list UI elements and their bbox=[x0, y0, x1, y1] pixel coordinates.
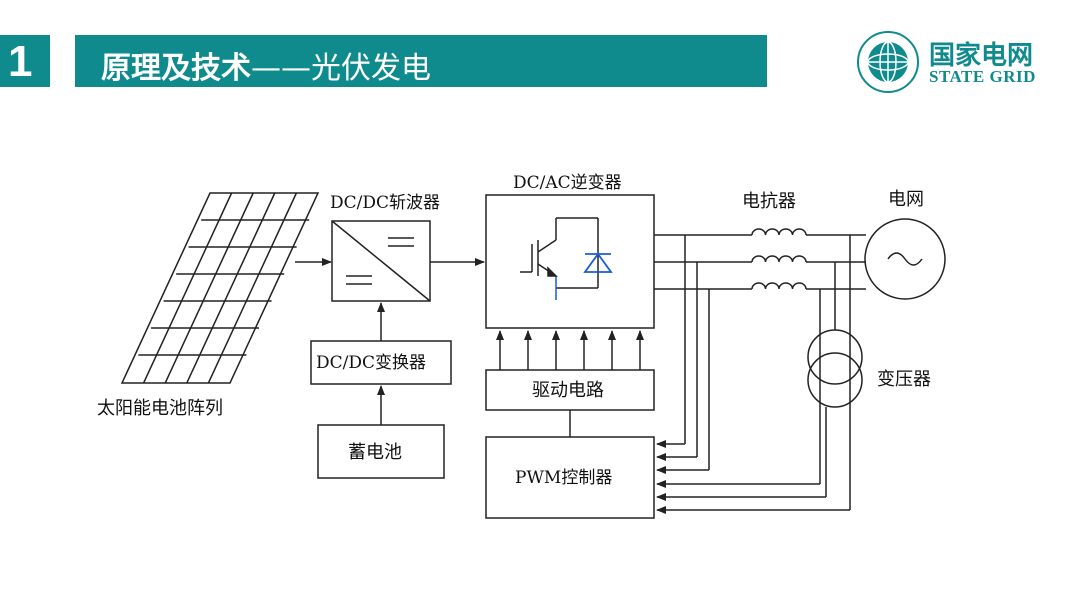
section-number: 1 bbox=[8, 37, 33, 86]
state-grid-logo: 国家电网 STATE GRID bbox=[855, 31, 1055, 93]
logo-name-cn: 国家电网 bbox=[929, 41, 1034, 71]
driver-label: 驱动电路 bbox=[532, 380, 604, 401]
reactor-label: 电抗器 bbox=[742, 191, 796, 212]
chopper-label: DC/DC斩波器 bbox=[330, 193, 440, 213]
diode-icon bbox=[583, 252, 613, 273]
dc-ac-inverter-block bbox=[485, 194, 655, 329]
converter-label: DC/DC变换器 bbox=[316, 353, 426, 373]
feedback-current-lines bbox=[656, 235, 710, 474]
solar-array-label: 太阳能电池阵列 bbox=[97, 398, 223, 419]
driver-to-inverter-arrows bbox=[496, 330, 644, 370]
page-title-main: 原理及技术 bbox=[101, 51, 251, 86]
grid-label: 电网 bbox=[888, 189, 924, 210]
transformer-label: 变压器 bbox=[877, 369, 931, 390]
solar-array-icon bbox=[120, 192, 320, 384]
page-title-sub: ——光伏发电 bbox=[251, 51, 431, 86]
transformer-icon bbox=[807, 329, 863, 408]
igbt-switch-icon bbox=[520, 217, 599, 300]
inverter-label: DC/AC逆变器 bbox=[513, 173, 622, 193]
state-grid-emblem-icon bbox=[857, 31, 919, 93]
section-number-box: 1 bbox=[0, 35, 50, 87]
title-bar: 原理及技术——光伏发电 bbox=[75, 35, 767, 87]
page-title: 原理及技术——光伏发电 bbox=[101, 43, 431, 87]
grid-ac-source-icon bbox=[864, 218, 946, 300]
battery-label: 蓄电池 bbox=[348, 442, 402, 463]
feedback-voltage-lines bbox=[656, 235, 851, 514]
pwm-label: PWM控制器 bbox=[515, 468, 612, 488]
logo-name-en: STATE GRID bbox=[929, 67, 1036, 86]
three-phase-lines bbox=[654, 234, 866, 290]
reactor-inductor-icon bbox=[751, 228, 807, 290]
dc-dc-chopper-block bbox=[331, 220, 431, 302]
